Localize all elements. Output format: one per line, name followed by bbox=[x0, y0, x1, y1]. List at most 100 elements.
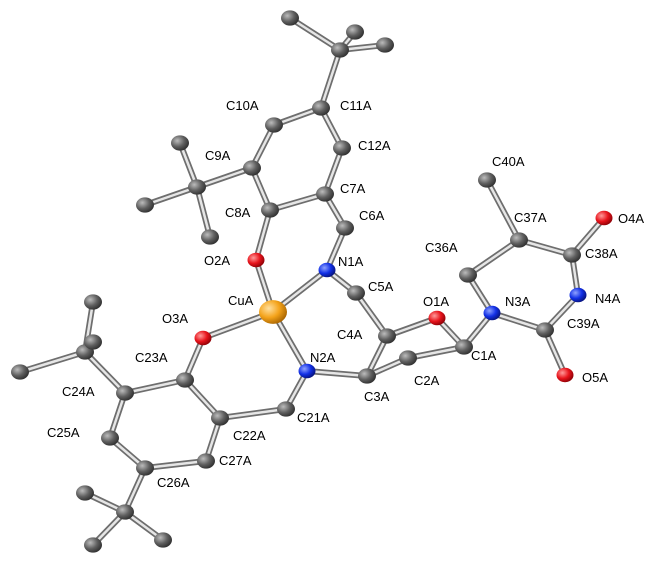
bond-tbuB_q-tbuB_m3 bbox=[194, 184, 213, 240]
atom-label-C5A: C5A bbox=[368, 279, 394, 294]
atom-label-C2A: C2A bbox=[414, 373, 440, 388]
atom-label-N2A: N2A bbox=[310, 350, 336, 365]
atom-label-N3A: N3A bbox=[505, 294, 531, 309]
bond-C9A-C10A bbox=[249, 122, 277, 171]
atom-label-N4A: N4A bbox=[595, 291, 621, 306]
atom-O3A bbox=[194, 330, 212, 346]
bond-C9A-tbuB_q bbox=[194, 165, 255, 190]
atom-label-C24A: C24A bbox=[62, 384, 95, 399]
atom-C24A bbox=[116, 385, 134, 401]
bond-O2A-C8A bbox=[253, 207, 273, 263]
atom-label-O2A: O2A bbox=[204, 253, 230, 268]
atom-tbuD_q bbox=[116, 504, 134, 520]
atom-tbuD_m3 bbox=[154, 532, 172, 548]
bond-C11A-tbuA_q bbox=[318, 47, 343, 111]
atom-tbuA_m2 bbox=[346, 24, 364, 40]
atom-tbuA_m3 bbox=[376, 37, 394, 53]
bond-C38A-O4A bbox=[569, 215, 607, 258]
atom-C12A bbox=[333, 140, 351, 156]
bond-tbuB_q-tbuB_m2 bbox=[142, 184, 200, 208]
atom-C10A bbox=[265, 117, 283, 133]
bond-C23A-C24A bbox=[122, 377, 188, 396]
atom-CuA bbox=[259, 300, 287, 324]
atom-label-C11A: C11A bbox=[340, 98, 372, 113]
atom-C22A bbox=[211, 410, 229, 426]
bond-C22A-C23A bbox=[182, 377, 223, 421]
atom-C9A bbox=[243, 160, 261, 176]
atom-label-C12A: C12A bbox=[358, 138, 391, 153]
bond-C12A-C7A bbox=[322, 145, 345, 197]
atom-layer bbox=[11, 10, 613, 553]
atom-tbuD_m2 bbox=[84, 537, 102, 553]
atom-label-C7A: C7A bbox=[340, 181, 366, 196]
bond-tbuB_q-tbuB_m1 bbox=[177, 140, 200, 190]
atom-tbuB_m1 bbox=[171, 135, 189, 151]
atom-C36A bbox=[459, 267, 477, 283]
atom-C37A bbox=[510, 232, 528, 248]
atom-N4A bbox=[569, 287, 587, 303]
atom-N2A bbox=[298, 363, 316, 379]
atom-O1A bbox=[428, 310, 446, 326]
atom-C2A bbox=[399, 350, 417, 366]
atom-C5A bbox=[347, 285, 365, 301]
atom-tbuC_m3 bbox=[84, 334, 102, 350]
bond-C5A-C4A bbox=[353, 290, 390, 339]
atom-label-C1A: C1A bbox=[471, 348, 497, 363]
bond-C1A-C2A bbox=[405, 344, 467, 361]
atom-C39A bbox=[536, 322, 554, 338]
atom-C23A bbox=[176, 372, 194, 388]
atom-tbuB_m3 bbox=[201, 229, 219, 245]
atom-label-C39A: C39A bbox=[567, 316, 600, 331]
atom-C38A bbox=[563, 247, 581, 263]
atom-label-C21A: C21A bbox=[297, 410, 330, 425]
bond-tbuC_q-tbuC_m2 bbox=[17, 349, 88, 375]
atom-C7A bbox=[316, 186, 334, 202]
atom-tbuB_q bbox=[188, 179, 206, 195]
bond-C26A-C27A bbox=[142, 458, 209, 471]
atom-tbuA_q bbox=[331, 42, 349, 58]
atom-label-C22A: C22A bbox=[233, 428, 266, 443]
atom-tbuB_m2 bbox=[136, 197, 154, 213]
atom-C8A bbox=[261, 202, 279, 218]
bond-C37A-C40A bbox=[484, 177, 522, 243]
atom-C21A bbox=[277, 401, 295, 417]
bond-C36A-C37A bbox=[465, 237, 522, 278]
atom-C11A bbox=[312, 100, 330, 116]
atom-C27A bbox=[197, 453, 215, 469]
atom-label-C26A: C26A bbox=[157, 475, 190, 490]
atom-label-C4A: C4A bbox=[337, 327, 363, 342]
bond-C24A-tbuC_q bbox=[82, 349, 128, 396]
atom-N1A bbox=[318, 262, 336, 278]
atom-label-C27A: C27A bbox=[219, 453, 252, 468]
atom-label-N1A: N1A bbox=[338, 254, 364, 269]
atom-C40A bbox=[478, 172, 496, 188]
bond-C3A-N2A bbox=[304, 368, 370, 379]
atom-label-O5A: O5A bbox=[582, 370, 608, 385]
atom-label-O3A: O3A bbox=[162, 311, 188, 326]
atom-tbuD_m1 bbox=[76, 485, 94, 501]
bond-C24A-C25A bbox=[107, 390, 128, 441]
atom-label-O4A: O4A bbox=[618, 211, 644, 226]
atom-label-C23A: C23A bbox=[135, 350, 168, 365]
atom-label-CuA: CuA bbox=[228, 293, 254, 308]
atom-O5A bbox=[556, 367, 574, 383]
atom-C26A bbox=[136, 460, 154, 476]
atom-label-C37A: C37A bbox=[514, 210, 547, 225]
atom-C4A bbox=[378, 328, 396, 344]
atom-label-C8A: C8A bbox=[225, 205, 251, 220]
atom-C3A bbox=[358, 368, 376, 384]
atom-tbuC_m1 bbox=[84, 294, 102, 310]
bond-C26A-tbuD_q bbox=[122, 465, 148, 515]
bond-C4A-O1A bbox=[384, 315, 440, 339]
atom-label-C38A: C38A bbox=[585, 246, 618, 261]
atom-C25A bbox=[101, 430, 119, 446]
atom-N3A bbox=[483, 305, 501, 321]
bond-C8A-C7A bbox=[267, 191, 328, 213]
atom-tbuC_m2 bbox=[11, 364, 29, 380]
atom-C6A bbox=[336, 220, 354, 236]
bond-C39A-O5A bbox=[542, 327, 568, 378]
atom-label-C25A: C25A bbox=[47, 425, 80, 440]
